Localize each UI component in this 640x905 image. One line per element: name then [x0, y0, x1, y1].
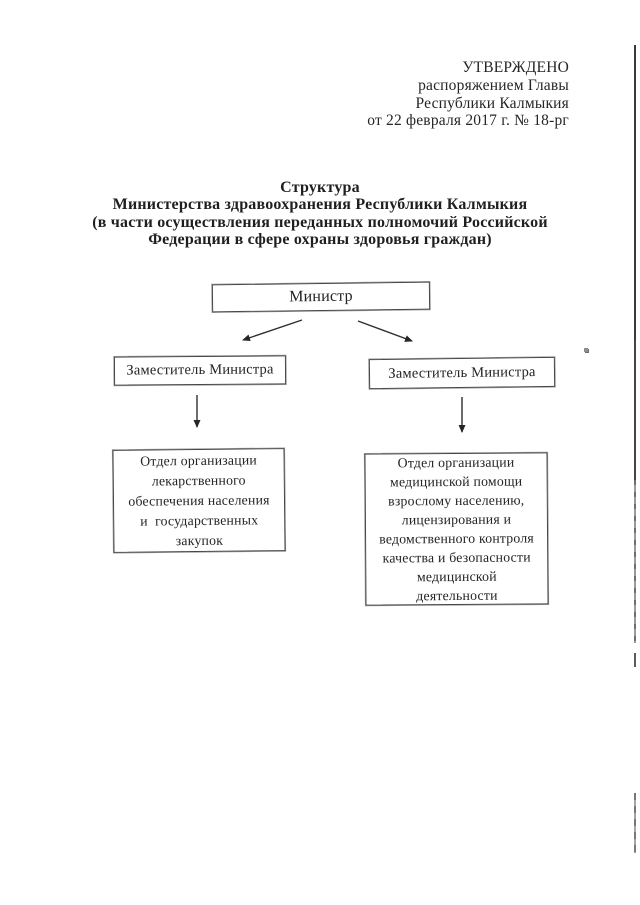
arrow-minister-to-deputy-left: [242, 319, 303, 342]
scan-artifact-line-segment-4: [634, 653, 636, 667]
scan-artifact-line-segment-2: [634, 340, 636, 480]
org-box-dept-medical-care-label: Отдел организации медицинской помощи взр…: [379, 454, 534, 604]
title-line-2: Министерства здравоохранения Республики …: [112, 196, 528, 214]
org-box-dept-medical-care: Отдел организации медицинской помощи взр…: [364, 452, 549, 606]
approval-line-1: УТВЕРЖДЕНО: [462, 59, 569, 76]
approval-block: УТВЕРЖДЕНО распоряжением Главы Республик…: [367, 59, 569, 130]
org-box-deputy-minister-left-label: Заместитель Министра: [126, 361, 274, 379]
approval-line-2: распоряжением Главы: [418, 76, 569, 94]
scan-artifact-line-segment-1: [634, 45, 636, 340]
org-box-dept-drug-provision: Отдел организации лекарственного обеспеч…: [112, 448, 286, 553]
org-box-deputy-minister-left: Заместитель Министра: [113, 355, 287, 386]
scan-artifact-line-segment-3: [634, 480, 636, 643]
title-line-1: Структура: [280, 179, 360, 196]
title-line-3: (в части осуществления переданных полном…: [92, 213, 548, 231]
approval-line-4: от 22 февраля 2017 г. № 18-рг: [367, 112, 569, 130]
approval-line-3: Республики Калмыкия: [415, 94, 569, 112]
org-box-deputy-minister-right-label: Заместитель Министра: [388, 363, 536, 382]
title-line-4: Федерации в сфере охраны здоровья гражда…: [148, 231, 492, 249]
org-box-minister: Министр: [211, 281, 431, 313]
org-box-minister-label: Министр: [289, 287, 353, 306]
scan-artifact-line-segment-5: [634, 793, 636, 853]
arrow-minister-to-deputy-right: [357, 320, 413, 342]
document-title: Структура Министерства здравоохранения Р…: [28, 179, 612, 249]
scan-artifact-speck: [584, 348, 588, 352]
org-box-deputy-minister-right: Заместитель Министра: [368, 356, 556, 390]
org-box-dept-drug-provision-label: Отдел организации лекарственного обеспеч…: [128, 451, 270, 548]
